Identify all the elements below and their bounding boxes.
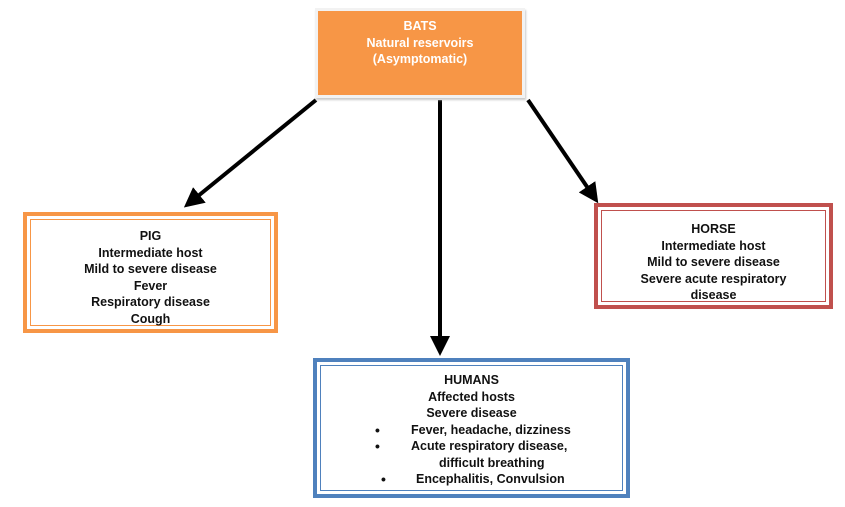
bats-role: Natural reservoirs [366,35,474,50]
symptom-item: • Encephalitis, Convulsion [321,471,622,488]
symptom-text: Acute respiratory disease, [411,439,568,453]
pig-title: PIG [139,229,162,243]
humans-title: HUMANS [444,373,499,387]
pig-symptom: Fever [133,278,168,293]
horse-symptom-continued: disease [690,288,737,302]
humans-severity: Severe disease [426,406,517,420]
pig-severity: Mild to severe disease [84,262,217,276]
bats-status: (Asymptomatic) [372,52,468,66]
symptom-item: • Acute respiratory disease, difficult b… [321,438,622,471]
pig-role: Intermediate host [98,245,203,260]
horse-title: HORSE [691,222,736,236]
humans-node: HUMANS Affected hosts Severe disease • F… [313,358,630,498]
pig-node: PIG Intermediate host Mild to severe dis… [23,212,278,333]
pig-symptom: Respiratory disease [91,295,210,309]
arrow-bats-to-horse [526,98,599,204]
bullet-icon: • [375,438,380,454]
symptom-text: Fever, headache, dizziness [411,422,571,437]
bats-title: BATS [403,19,437,33]
pig-symptom: Cough [130,311,171,326]
arrow-bats-to-pig [183,98,318,208]
bullet-icon: • [381,471,386,487]
symptom-text-continued: difficult breathing [439,455,545,470]
symptom-item: • Fever, headache, dizziness [321,422,622,439]
bullet-icon: • [375,421,380,438]
bats-node: BATS Natural reservoirs (Asymptomatic) [315,8,525,98]
humans-symptom-list: • Fever, headache, dizziness • Acute res… [321,422,622,488]
horse-role: Intermediate host [661,238,766,253]
humans-inner-frame: HUMANS Affected hosts Severe disease • F… [320,365,623,491]
symptom-text: Encephalitis, Convulsion [416,472,565,486]
humans-role: Affected hosts [428,389,515,404]
horse-inner-frame: HORSE Intermediate host Mild to severe d… [601,210,826,302]
horse-symptom: Severe acute respiratory [640,271,787,286]
horse-node: HORSE Intermediate host Mild to severe d… [594,203,833,309]
pig-inner-frame: PIG Intermediate host Mild to severe dis… [30,219,271,326]
horse-severity: Mild to severe disease [647,255,780,269]
